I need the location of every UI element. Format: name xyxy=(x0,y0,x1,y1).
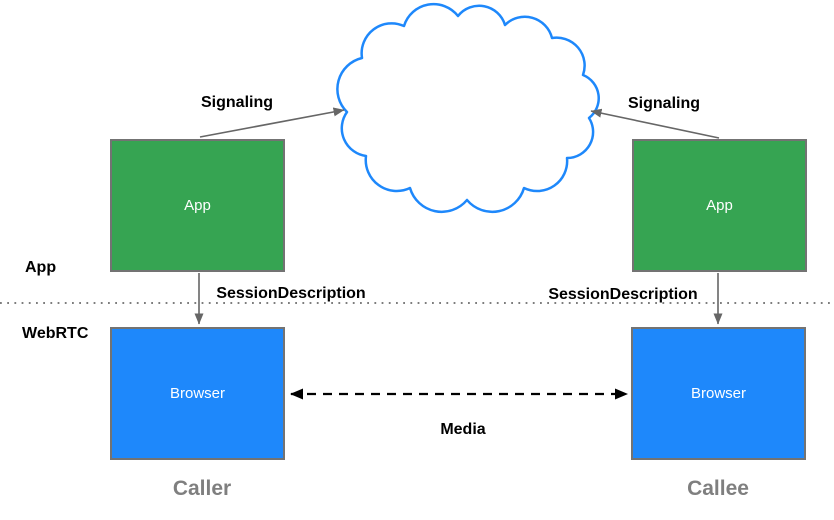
signaling-label-right: Signaling xyxy=(628,95,700,112)
app-box-left-label: App xyxy=(184,197,211,214)
signaling-arrow-right xyxy=(590,108,720,139)
session-description-label-left: SessionDescription xyxy=(216,285,366,302)
caller-label: Caller xyxy=(172,477,232,500)
signaling-label-left: Signaling xyxy=(201,94,273,111)
browser-box-right: Browser xyxy=(631,327,806,460)
app-box-right-label: App xyxy=(706,197,733,214)
layer-label-app: App xyxy=(25,259,57,276)
signaling-cloud xyxy=(336,2,600,214)
browser-box-left: Browser xyxy=(110,327,285,460)
browser-box-right-label: Browser xyxy=(690,385,746,402)
app-box-left: App xyxy=(110,139,285,272)
signaling-arrow-left xyxy=(199,107,345,138)
browser-box-left-label: Browser xyxy=(169,385,225,402)
layer-label-webrtc: WebRTC xyxy=(22,325,89,342)
app-box-right: App xyxy=(632,139,807,272)
callee-label: Callee xyxy=(687,477,749,500)
session-description-label-right: SessionDescription xyxy=(548,286,698,303)
media-label: Media xyxy=(440,421,486,438)
